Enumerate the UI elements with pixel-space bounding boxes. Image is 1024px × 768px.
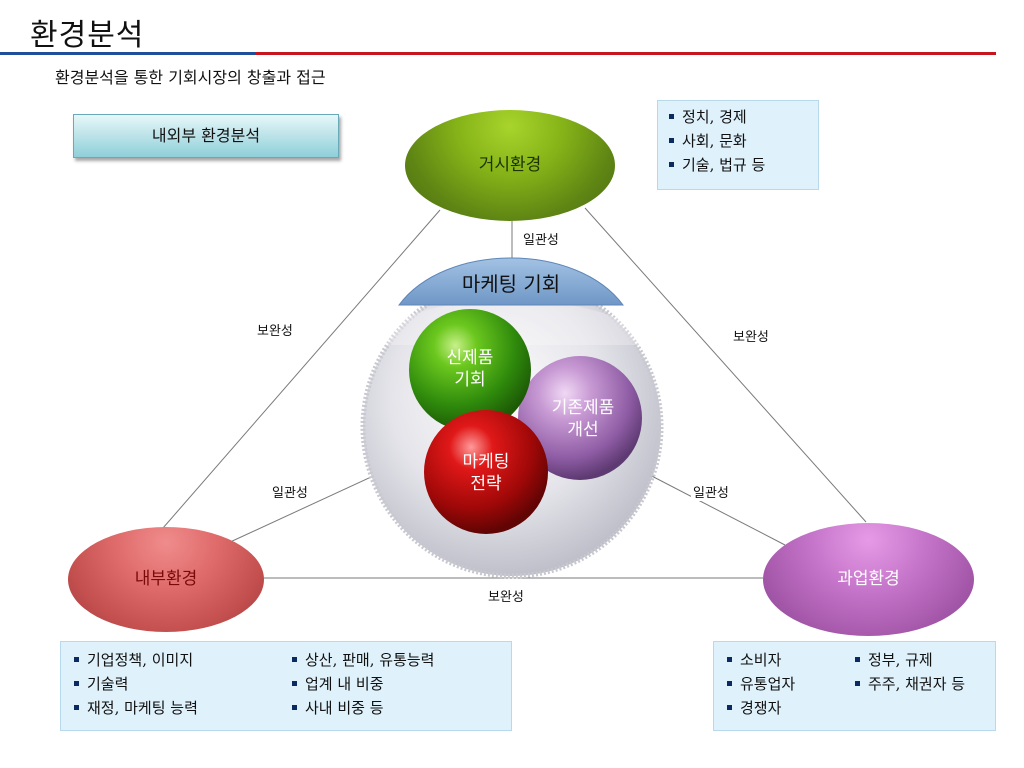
label-complement-right: 보완성	[731, 326, 771, 345]
label-complement-left: 보완성	[255, 320, 295, 339]
existing-product-line2: 개선	[567, 420, 599, 440]
label-consistency-right: 일관성	[691, 482, 731, 501]
internal-factors-box: 기업정책, 이미지 기술력 재정, 마케팅 능력 상산, 판매, 유통능력 업계…	[60, 641, 512, 731]
task-environment-ellipse: 과업환경	[763, 523, 974, 636]
line-task-center	[643, 471, 786, 546]
marketing-strategy-line2: 전략	[470, 474, 502, 494]
macro-factors-box: 정치, 경제 사회, 문화 기술, 법규 등	[657, 100, 819, 190]
title-rule-blue	[0, 52, 255, 55]
list-item: 기업정책, 이미지	[73, 648, 198, 672]
macro-environment-ellipse: 거시환경	[405, 110, 615, 221]
page-title: 환경분석	[30, 18, 145, 53]
list-item: 정치, 경제	[668, 105, 818, 129]
list-item: 사회, 문화	[668, 129, 818, 153]
existing-product-line1: 기존제품	[551, 398, 615, 418]
page-subtitle: 환경분석을 통한 기회시장의 창출과 접근	[55, 68, 326, 87]
marketing-opportunity-title: 마케팅 기회	[461, 272, 561, 296]
title-rule-red	[255, 52, 996, 55]
internal-environment-ellipse: 내부환경	[68, 527, 264, 632]
line-internal-center	[227, 471, 383, 544]
list-item: 주주, 채권자 등	[854, 672, 965, 696]
list-item: 재정, 마케팅 능력	[73, 696, 198, 720]
task-factors-box: 소비자 유통업자 경쟁자 정부, 규제 주주, 채권자 등	[713, 641, 996, 731]
list-item: 유통업자	[726, 672, 795, 696]
new-product-line2: 기회	[454, 370, 486, 390]
new-product-line1: 신제품	[446, 348, 494, 368]
list-item: 사내 비중 등	[291, 696, 434, 720]
existing-product-label: 기존제품 개선	[533, 397, 633, 441]
existing-product-sphere	[518, 356, 642, 480]
list-item: 소비자	[726, 648, 795, 672]
label-complement-bottom: 보완성	[486, 586, 526, 605]
list-item: 정부, 규제	[854, 648, 965, 672]
list-item: 상산, 판매, 유통능력	[291, 648, 434, 672]
line-macro-task	[584, 207, 867, 523]
list-item: 업계 내 비중	[291, 672, 434, 696]
new-product-label: 신제품 기회	[430, 347, 510, 391]
marketing-strategy-sphere	[424, 410, 548, 534]
label-consistency-top: 일관성	[521, 229, 561, 248]
list-item: 경쟁자	[726, 696, 795, 720]
marketing-strategy-label: 마케팅 전략	[446, 451, 526, 495]
section-tag: 내외부 환경분석	[73, 114, 339, 158]
list-item: 기술력	[73, 672, 198, 696]
marketing-strategy-line1: 마케팅	[462, 452, 510, 472]
new-product-sphere	[409, 309, 531, 431]
line-macro-internal	[162, 209, 441, 529]
list-item: 기술, 법규 등	[668, 153, 818, 177]
label-consistency-left: 일관성	[270, 482, 310, 501]
marketing-opportunity-arc	[398, 257, 624, 306]
